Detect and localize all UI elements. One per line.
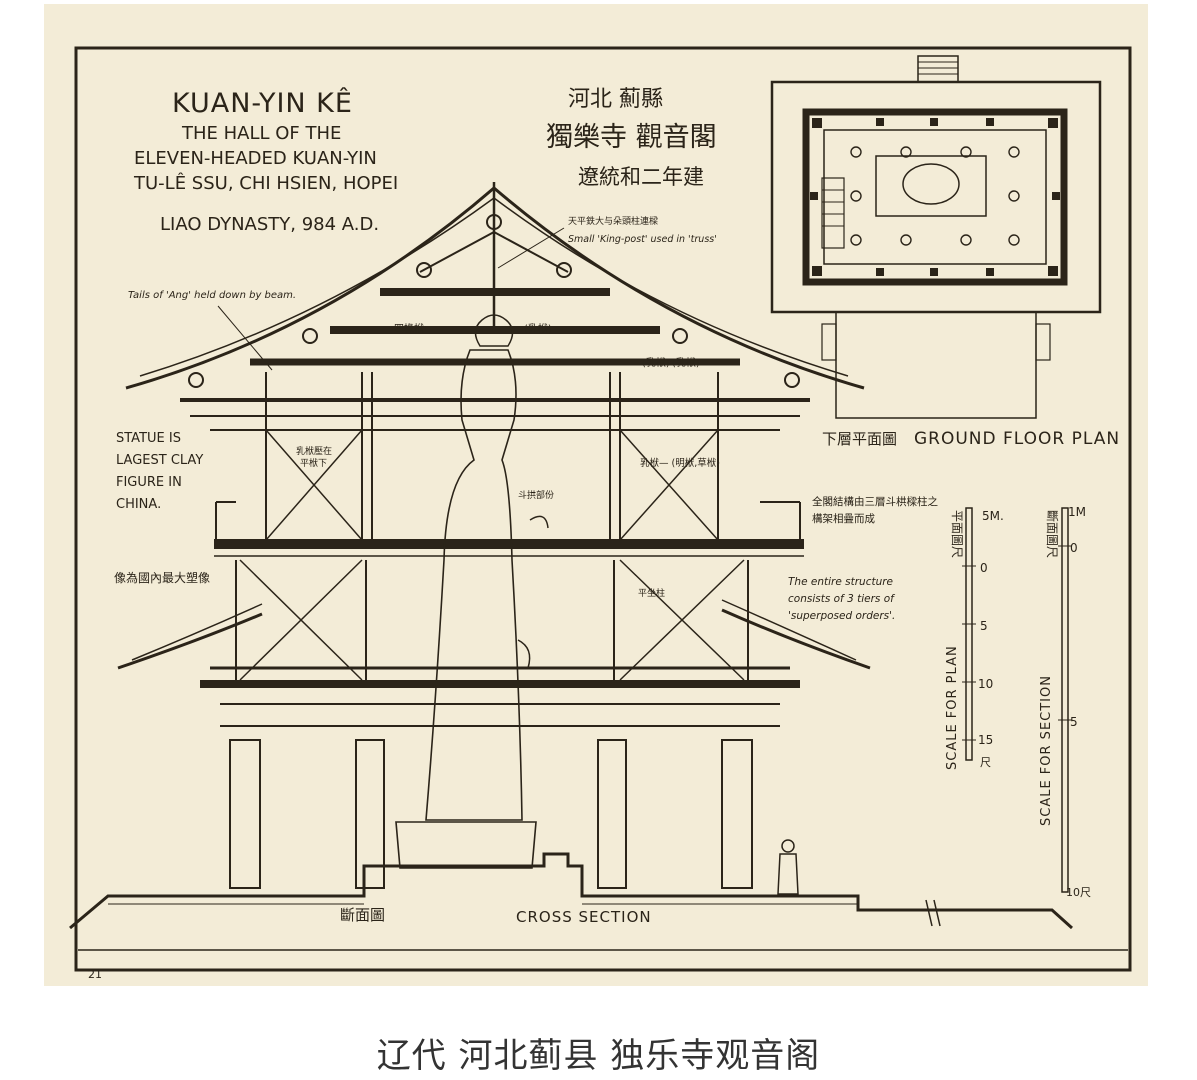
title-main: KUAN-YIN KÊ bbox=[172, 87, 353, 119]
scale-for-plan: 5M. 0 5 10 15 尺 平面圖尺 SCALE FOR PLAN bbox=[945, 507, 1004, 770]
tiers-note: The entire structure consists of 3 tiers… bbox=[788, 576, 896, 622]
title-line-2: ELEVEN-HEADED KUAN-YIN bbox=[134, 148, 377, 169]
plan-scale-label: SCALE FOR PLAN bbox=[945, 645, 960, 770]
ground-floor-plan: 下層平面圖 GROUND FLOOR PLAN bbox=[770, 55, 1120, 449]
left-cn-note-1: 乳栿壓在 bbox=[296, 445, 332, 457]
plan-scale-tick-15: 15 bbox=[978, 733, 993, 747]
chinese-title-line-2: 獨樂寺 觀音閣 bbox=[546, 122, 717, 153]
section-scale-label: SCALE FOR SECTION bbox=[1039, 675, 1054, 826]
plan-label-cn: 下層平面圖 bbox=[822, 430, 897, 448]
architectural-drawing: KUAN-YIN KÊ THE HALL OF THE ELEVEN-HEADE… bbox=[69, 46, 1132, 981]
section-label-cn: 斷面圖 bbox=[340, 906, 385, 924]
section-scale-unit-bottom: 10尺 bbox=[1066, 886, 1091, 899]
ru-fu-label-3: (乳栿) bbox=[672, 356, 700, 369]
ru-fu-label-2: (乳栿) bbox=[642, 356, 670, 369]
drawing-sheet bbox=[44, 4, 1148, 986]
ang-tails-note: Tails of 'Ang' held down by beam. bbox=[128, 290, 296, 301]
human-figure bbox=[777, 839, 799, 895]
bracket-cn-note: 斗拱部份 bbox=[518, 489, 554, 501]
image-caption: 辽代 河北蓟县 独乐寺观音阁 bbox=[376, 1036, 821, 1076]
left-cn-note-2: 平栿下 bbox=[300, 457, 327, 469]
chinese-title-line-1: 河北 薊縣 bbox=[568, 87, 663, 112]
section-scale-tick-0: 0 bbox=[1070, 541, 1078, 555]
plan-label: GROUND FLOOR PLAN bbox=[914, 429, 1120, 449]
plan-scale-unit-bottom: 尺 bbox=[980, 756, 991, 769]
drawing-frame bbox=[74, 46, 1132, 972]
ru-fu-label-1: (乳栿) bbox=[524, 322, 552, 335]
chinese-title: 河北 薊縣 獨樂寺 觀音閣 遼統和二年建 bbox=[546, 87, 717, 189]
si-chuan-fu-label: 四椽栿 bbox=[394, 322, 424, 335]
title-line-3: TU-LÊ SSU, CHI HSIEN, HOPEI bbox=[133, 172, 398, 194]
statue-outline bbox=[395, 314, 549, 869]
sheet-number: 21 bbox=[88, 968, 102, 981]
column-cn-note: 平坐柱 bbox=[638, 587, 665, 599]
statue-cn-note: 像為國內最大塑像 bbox=[114, 570, 210, 585]
title-line-4: LIAO DYNASTY, 984 A.D. bbox=[160, 214, 379, 235]
statue-note: STATUE IS LAGEST CLAY FIGURE IN CHINA. bbox=[116, 431, 204, 512]
plan-scale-tick-10: 10 bbox=[978, 677, 993, 691]
english-title: KUAN-YIN KÊ THE HALL OF THE ELEVEN-HEADE… bbox=[133, 87, 398, 235]
king-post-note: Small 'King-post' used in 'truss' bbox=[568, 234, 717, 245]
section-scale-tick-5: 5 bbox=[1070, 715, 1078, 729]
cross-section bbox=[69, 182, 1074, 930]
plan-scale-tick-0: 0 bbox=[980, 561, 988, 575]
right-cn-note: 乳栿— (明栿,草栿) bbox=[640, 457, 720, 469]
king-post-cn-note: 天平鉄大与朵頭柱連樑 bbox=[568, 215, 658, 227]
scale-for-section: 1M 0 5 10尺 斷面圖尺 SCALE FOR SECTION bbox=[1039, 505, 1091, 899]
title-line-1: THE HALL OF THE bbox=[181, 123, 341, 144]
plan-scale-cn: 平面圖尺 bbox=[950, 510, 964, 558]
plan-scale-tick-5: 5 bbox=[980, 619, 988, 633]
section-scale-cn: 斷面圖尺 bbox=[1045, 510, 1059, 558]
chinese-title-line-3: 遼統和二年建 bbox=[578, 165, 704, 189]
annotations: 天平鉄大与朵頭柱連樑 Small 'King-post' used in 'tr… bbox=[114, 215, 938, 926]
plan-scale-unit-top: 5M. bbox=[982, 509, 1004, 523]
tiers-cn-note: 全閣結構由三層斗栱樑柱之構架相疊而成 bbox=[812, 496, 938, 525]
section-scale-unit-top: 1M bbox=[1068, 505, 1086, 519]
section-label: CROSS SECTION bbox=[516, 908, 652, 926]
